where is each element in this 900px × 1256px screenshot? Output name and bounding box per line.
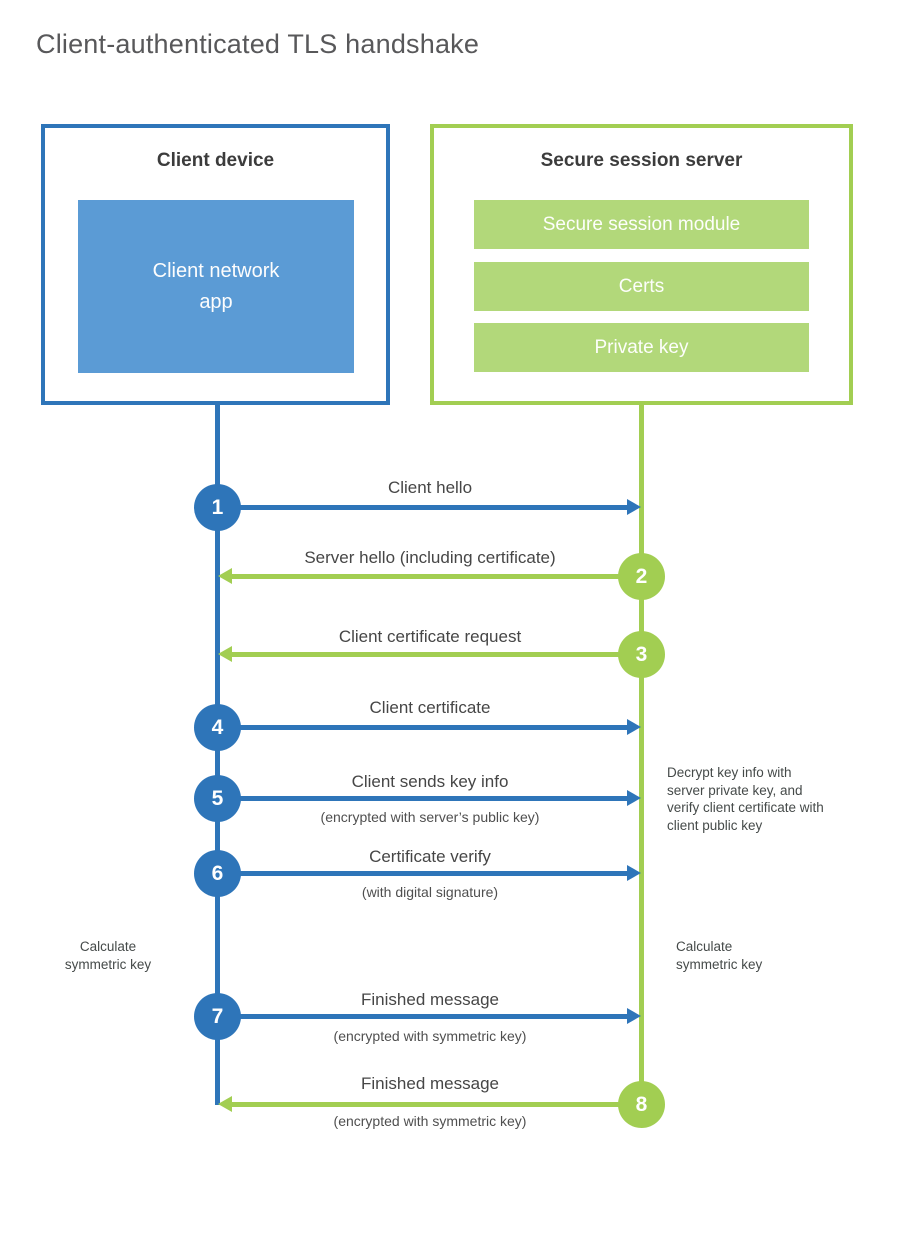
step-circle-6: 6 [194, 850, 241, 897]
client-device-box: Client device Client network app [41, 124, 390, 405]
page-title: Client-authenticated TLS handshake [36, 29, 480, 59]
message-5-sublabel: (encrypted with server’s public key) [320, 809, 540, 825]
server-module-secure-session-module: Secure session module [474, 200, 809, 249]
message-3-label: Client certificate request [338, 627, 522, 646]
message-6-sublabel: (with digital signature) [361, 884, 499, 900]
message-6-arrowhead-icon [627, 865, 641, 881]
client-lifeline [215, 405, 220, 1105]
message-8-arrow [230, 1102, 619, 1107]
message-1-arrowhead-icon [627, 499, 641, 515]
client-network-app-box: Client network app [78, 200, 354, 373]
step-circle-7: 7 [194, 993, 241, 1040]
message-1-label: Client hello [387, 478, 473, 497]
message-6-label: Certificate verify [369, 847, 491, 866]
message-4-label: Client certificate [369, 698, 491, 717]
message-8-arrowhead-icon [218, 1096, 232, 1112]
decrypt-key-note: Decrypt key info with server private key… [667, 765, 824, 833]
step-circle-2: 2 [618, 553, 665, 600]
message-7-arrow [240, 1014, 629, 1019]
step-circle-1: 1 [194, 484, 241, 531]
message-7-arrowhead-icon [627, 1008, 641, 1024]
server-module-certs: Certs [474, 262, 809, 311]
message-2-arrowhead-icon [218, 568, 232, 584]
message-5-label: Client sends key info [351, 772, 509, 791]
step-circle-3: 3 [618, 631, 665, 678]
client-network-app-label: Client network app [152, 259, 280, 313]
step-circle-4: 4 [194, 704, 241, 751]
secure-session-server-title: Secure session server [540, 150, 743, 171]
message-8-label: Finished message [361, 1074, 499, 1093]
message-2-label: Server hello (including certificate) [304, 548, 556, 567]
client-device-title: Client device [156, 150, 275, 171]
server-module-private-key: Private key [474, 323, 809, 372]
step-circle-5: 5 [194, 775, 241, 822]
message-6-arrow [240, 871, 629, 876]
message-2-arrow [230, 574, 619, 579]
secure-session-server-box: Secure session server Secure session mod… [430, 124, 853, 405]
step-circle-8: 8 [618, 1081, 665, 1128]
message-5-arrow [240, 796, 629, 801]
message-1-arrow [240, 505, 629, 510]
calculate-symmetric-key-right-note: Calculate symmetric key [676, 939, 763, 972]
message-8-sublabel: (encrypted with symmetric key) [333, 1113, 527, 1129]
message-7-sublabel: (encrypted with symmetric key) [333, 1028, 527, 1044]
message-3-arrowhead-icon [218, 646, 232, 662]
message-4-arrow [240, 725, 629, 730]
message-3-arrow [230, 652, 619, 657]
message-7-label: Finished message [361, 990, 499, 1009]
server-lifeline [639, 405, 644, 1104]
message-5-arrowhead-icon [627, 790, 641, 806]
message-4-arrowhead-icon [627, 719, 641, 735]
calculate-symmetric-key-left-note: Calculate symmetric key [64, 939, 152, 972]
